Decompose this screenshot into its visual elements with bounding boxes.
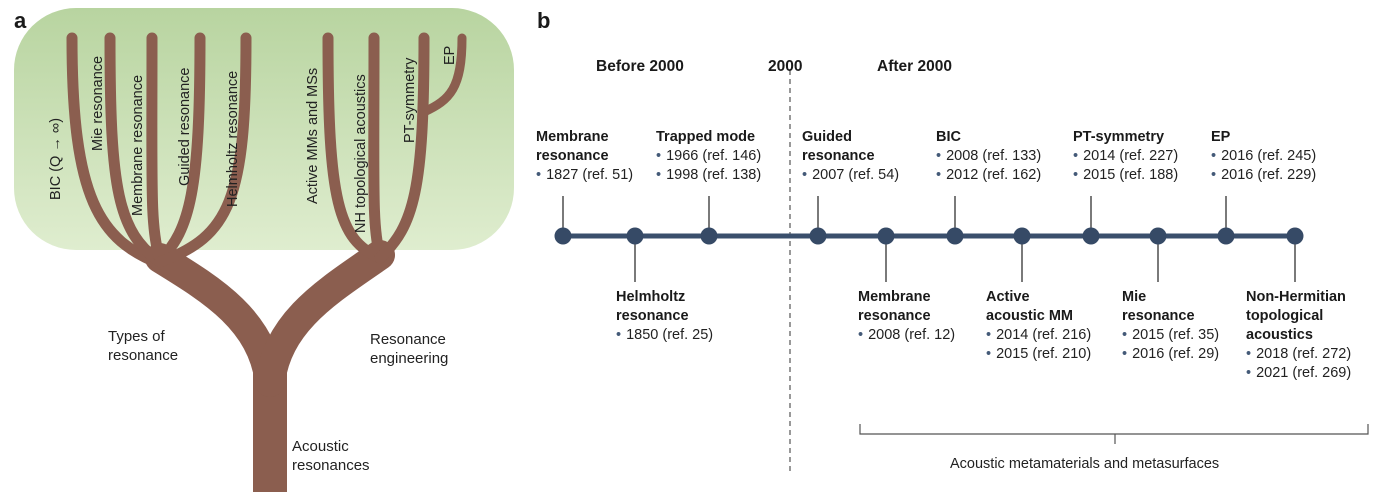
resonance-tree — [14, 8, 514, 492]
event-ref: 2014 (ref. 227) — [1073, 147, 1178, 166]
event-title: EP — [1211, 129, 1231, 145]
event-ref: 1998 (ref. 138) — [656, 166, 761, 185]
tree-right-fork — [255, 240, 395, 397]
panel-b-letter: b — [537, 8, 551, 33]
event-active-acoustic-mm: Active acoustic MM 2014 (ref. 216) 2015 … — [986, 288, 1091, 364]
types-of-resonance-line1: Types of — [108, 328, 165, 345]
event-membrane-resonance-1827: Membrane resonance 1827 (ref. 51) — [536, 128, 633, 185]
event-ref: 1827 (ref. 51) — [536, 166, 633, 185]
node-guided-resonance — [809, 227, 827, 245]
node-membrane-1827 — [554, 227, 572, 245]
event-title: resonance — [1122, 308, 1195, 324]
node-trapped-mode — [700, 227, 718, 245]
event-title: resonance — [802, 148, 875, 164]
event-ref: 2015 (ref. 35) — [1122, 326, 1219, 345]
event-title: Active — [986, 289, 1030, 305]
node-non-hermitian — [1286, 227, 1304, 245]
event-ref: 1850 (ref. 25) — [616, 326, 713, 345]
types-of-resonance-label: Types of resonance — [108, 327, 178, 365]
event-non-hermitian-topological-acoustics: Non-Hermitian topological acoustics 2018… — [1246, 288, 1351, 383]
tree-branch-bic — [66, 32, 166, 270]
period-after-2000: After 2000 — [877, 58, 952, 75]
tree-branch-mie — [104, 32, 166, 268]
resonance-engineering-label: Resonance engineering — [370, 330, 448, 368]
event-title: resonance — [858, 308, 931, 324]
event-ref: 2021 (ref. 269) — [1246, 364, 1351, 383]
period-2000: 2000 — [768, 58, 803, 75]
tree-branch-pt-symmetry — [374, 32, 430, 264]
event-ref: 2018 (ref. 272) — [1246, 345, 1351, 364]
node-helmholtz-1850 — [626, 227, 644, 245]
event-membrane-resonance-2008: Membrane resonance 2008 (ref. 12) — [858, 288, 955, 345]
node-membrane-2008 — [877, 227, 895, 245]
event-bic: BIC 2008 (ref. 133) 2012 (ref. 162) — [936, 128, 1041, 185]
event-ref: 2008 (ref. 12) — [858, 326, 955, 345]
timeline-connectors — [562, 196, 1296, 282]
event-title: PT-symmetry — [1073, 129, 1165, 145]
event-title: Mie — [1122, 289, 1147, 305]
event-guided-resonance: Guided resonance 2007 (ref. 54) — [802, 128, 899, 185]
tree-branch-active-mms — [322, 32, 386, 264]
event-ref: 2007 (ref. 54) — [802, 166, 899, 185]
tree-branch-ep — [419, 33, 467, 117]
event-title: acoustics — [1246, 327, 1313, 343]
tree-canopy — [14, 8, 514, 250]
metamaterials-bracket — [859, 424, 1369, 444]
resonance-engineering-line1: Resonance — [370, 331, 446, 348]
event-ref: 2014 (ref. 216) — [986, 326, 1091, 345]
event-title: BIC — [936, 129, 961, 145]
acoustic-resonances-label: Acoustic resonances — [292, 437, 370, 475]
tree-branch-membrane — [146, 32, 166, 266]
node-bic — [946, 227, 964, 245]
types-of-resonance-line2: resonance — [108, 347, 179, 364]
event-ref: 2016 (ref. 29) — [1122, 345, 1219, 364]
event-helmholtz-resonance: Helmholtz resonance 1850 (ref. 25) — [616, 288, 713, 345]
event-title: Membrane — [536, 129, 609, 145]
event-title: resonance — [536, 148, 609, 164]
event-ref: 2015 (ref. 210) — [986, 345, 1091, 364]
event-trapped-mode: Trapped mode 1966 (ref. 146) 1998 (ref. … — [656, 128, 761, 185]
event-title: Non-Hermitian — [1246, 289, 1346, 305]
tree-branch-helmholtz — [154, 32, 252, 268]
event-ref: 2012 (ref. 162) — [936, 166, 1041, 185]
event-ref: 2015 (ref. 188) — [1073, 166, 1178, 185]
metamaterials-bracket-label: Acoustic metamaterials and metasurfaces — [950, 456, 1220, 472]
acoustic-resonances-line1: Acoustic — [292, 438, 349, 455]
event-ref: 2016 (ref. 245) — [1211, 147, 1316, 166]
event-title: acoustic MM — [986, 308, 1074, 324]
event-title: Membrane — [858, 289, 931, 305]
tree-branches — [66, 32, 467, 492]
acoustic-resonances-line2: resonances — [292, 457, 370, 474]
event-title: Trapped mode — [656, 129, 756, 145]
node-ep — [1217, 227, 1235, 245]
tree-branch-nh-topological — [368, 32, 386, 262]
event-mie-resonance: Mie resonance 2015 (ref. 35) 2016 (ref. … — [1122, 288, 1219, 364]
event-ep: EP 2016 (ref. 245) 2016 (ref. 229) — [1211, 128, 1316, 185]
event-title: resonance — [616, 308, 689, 324]
event-title: Guided — [802, 129, 852, 145]
node-pt-symmetry — [1082, 227, 1100, 245]
node-active-acoustic-mm — [1013, 227, 1031, 245]
event-pt-symmetry: PT-symmetry 2014 (ref. 227) 2015 (ref. 1… — [1073, 128, 1178, 185]
tree-branch-guided — [154, 32, 206, 266]
event-ref: 1966 (ref. 146) — [656, 147, 761, 166]
node-mie-resonance — [1149, 227, 1167, 245]
event-title: topological — [1246, 308, 1324, 324]
period-before-2000: Before 2000 — [596, 58, 684, 75]
event-ref: 2008 (ref. 133) — [936, 147, 1041, 166]
panel-a-letter: a — [14, 8, 27, 33]
event-title: Helmholtz — [616, 289, 686, 305]
timeline-nodes — [554, 227, 1304, 245]
resonance-engineering-line2: engineering — [370, 350, 449, 367]
event-ref: 2016 (ref. 229) — [1211, 166, 1316, 185]
